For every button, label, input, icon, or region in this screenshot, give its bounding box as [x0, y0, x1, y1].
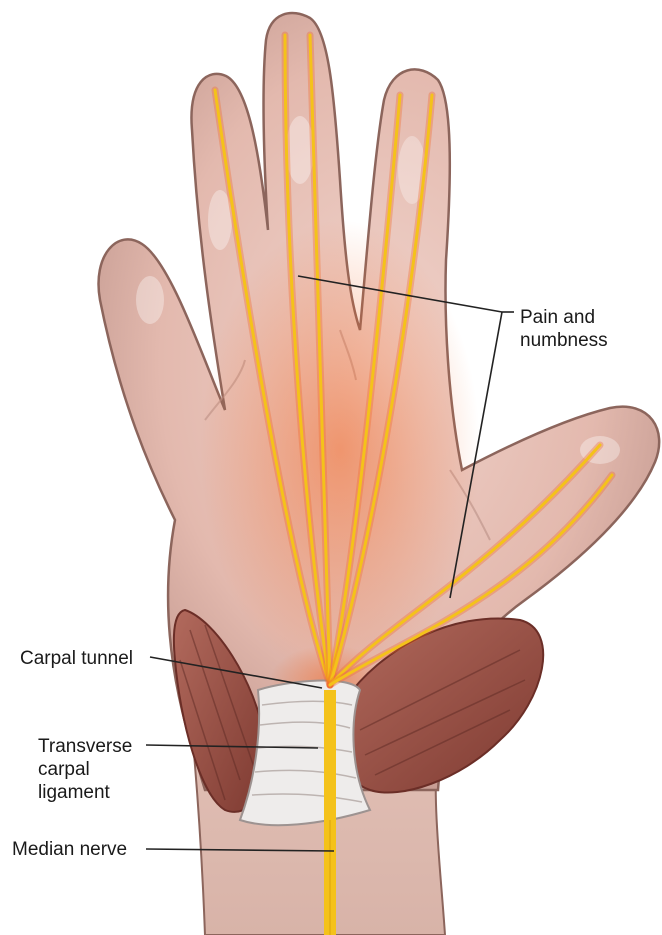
ligament-label-line-1: Transverse — [38, 735, 132, 758]
transverse-carpal-ligament-label: Transverse carpal ligament — [38, 735, 132, 804]
median-nerve-label: Median nerve — [12, 838, 127, 861]
carpal-tunnel-label: Carpal tunnel — [20, 647, 133, 670]
finger-highlight — [136, 276, 164, 324]
pain-numbness-label: Pain and numbness — [520, 306, 608, 352]
ligament-label-line-3: ligament — [38, 781, 132, 804]
transverse-carpal-ligament — [240, 681, 370, 826]
pain-label-line-1: Pain and — [520, 306, 608, 329]
pain-label-line-2: numbness — [520, 329, 608, 352]
ligament-label-line-2: carpal — [38, 758, 132, 781]
